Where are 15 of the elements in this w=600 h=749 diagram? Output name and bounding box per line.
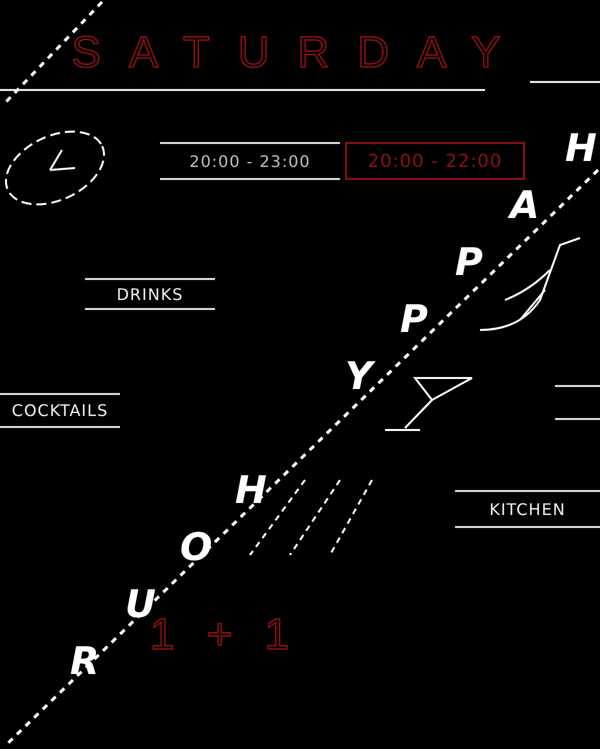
heading-letter: P [400,299,428,339]
heading-letter: Y [345,356,373,396]
frame-box [555,385,600,420]
heading-letter: H [565,128,597,168]
heading-letter: A [510,185,540,225]
heading-letter: P [455,242,483,282]
time-label: 20:00 - 23:00 [160,142,340,180]
heading-letter: H [235,470,267,510]
heading-letter: R [70,641,100,681]
time-label: 20:00 - 22:00 [345,142,525,180]
menu-label: DRINKS [85,278,215,310]
offer-text: 1 + 1 [150,610,300,660]
menu-label: COCKTAILS [0,393,120,428]
menu-label: KITCHEN [455,490,600,528]
title: SATURDAY [70,28,530,78]
